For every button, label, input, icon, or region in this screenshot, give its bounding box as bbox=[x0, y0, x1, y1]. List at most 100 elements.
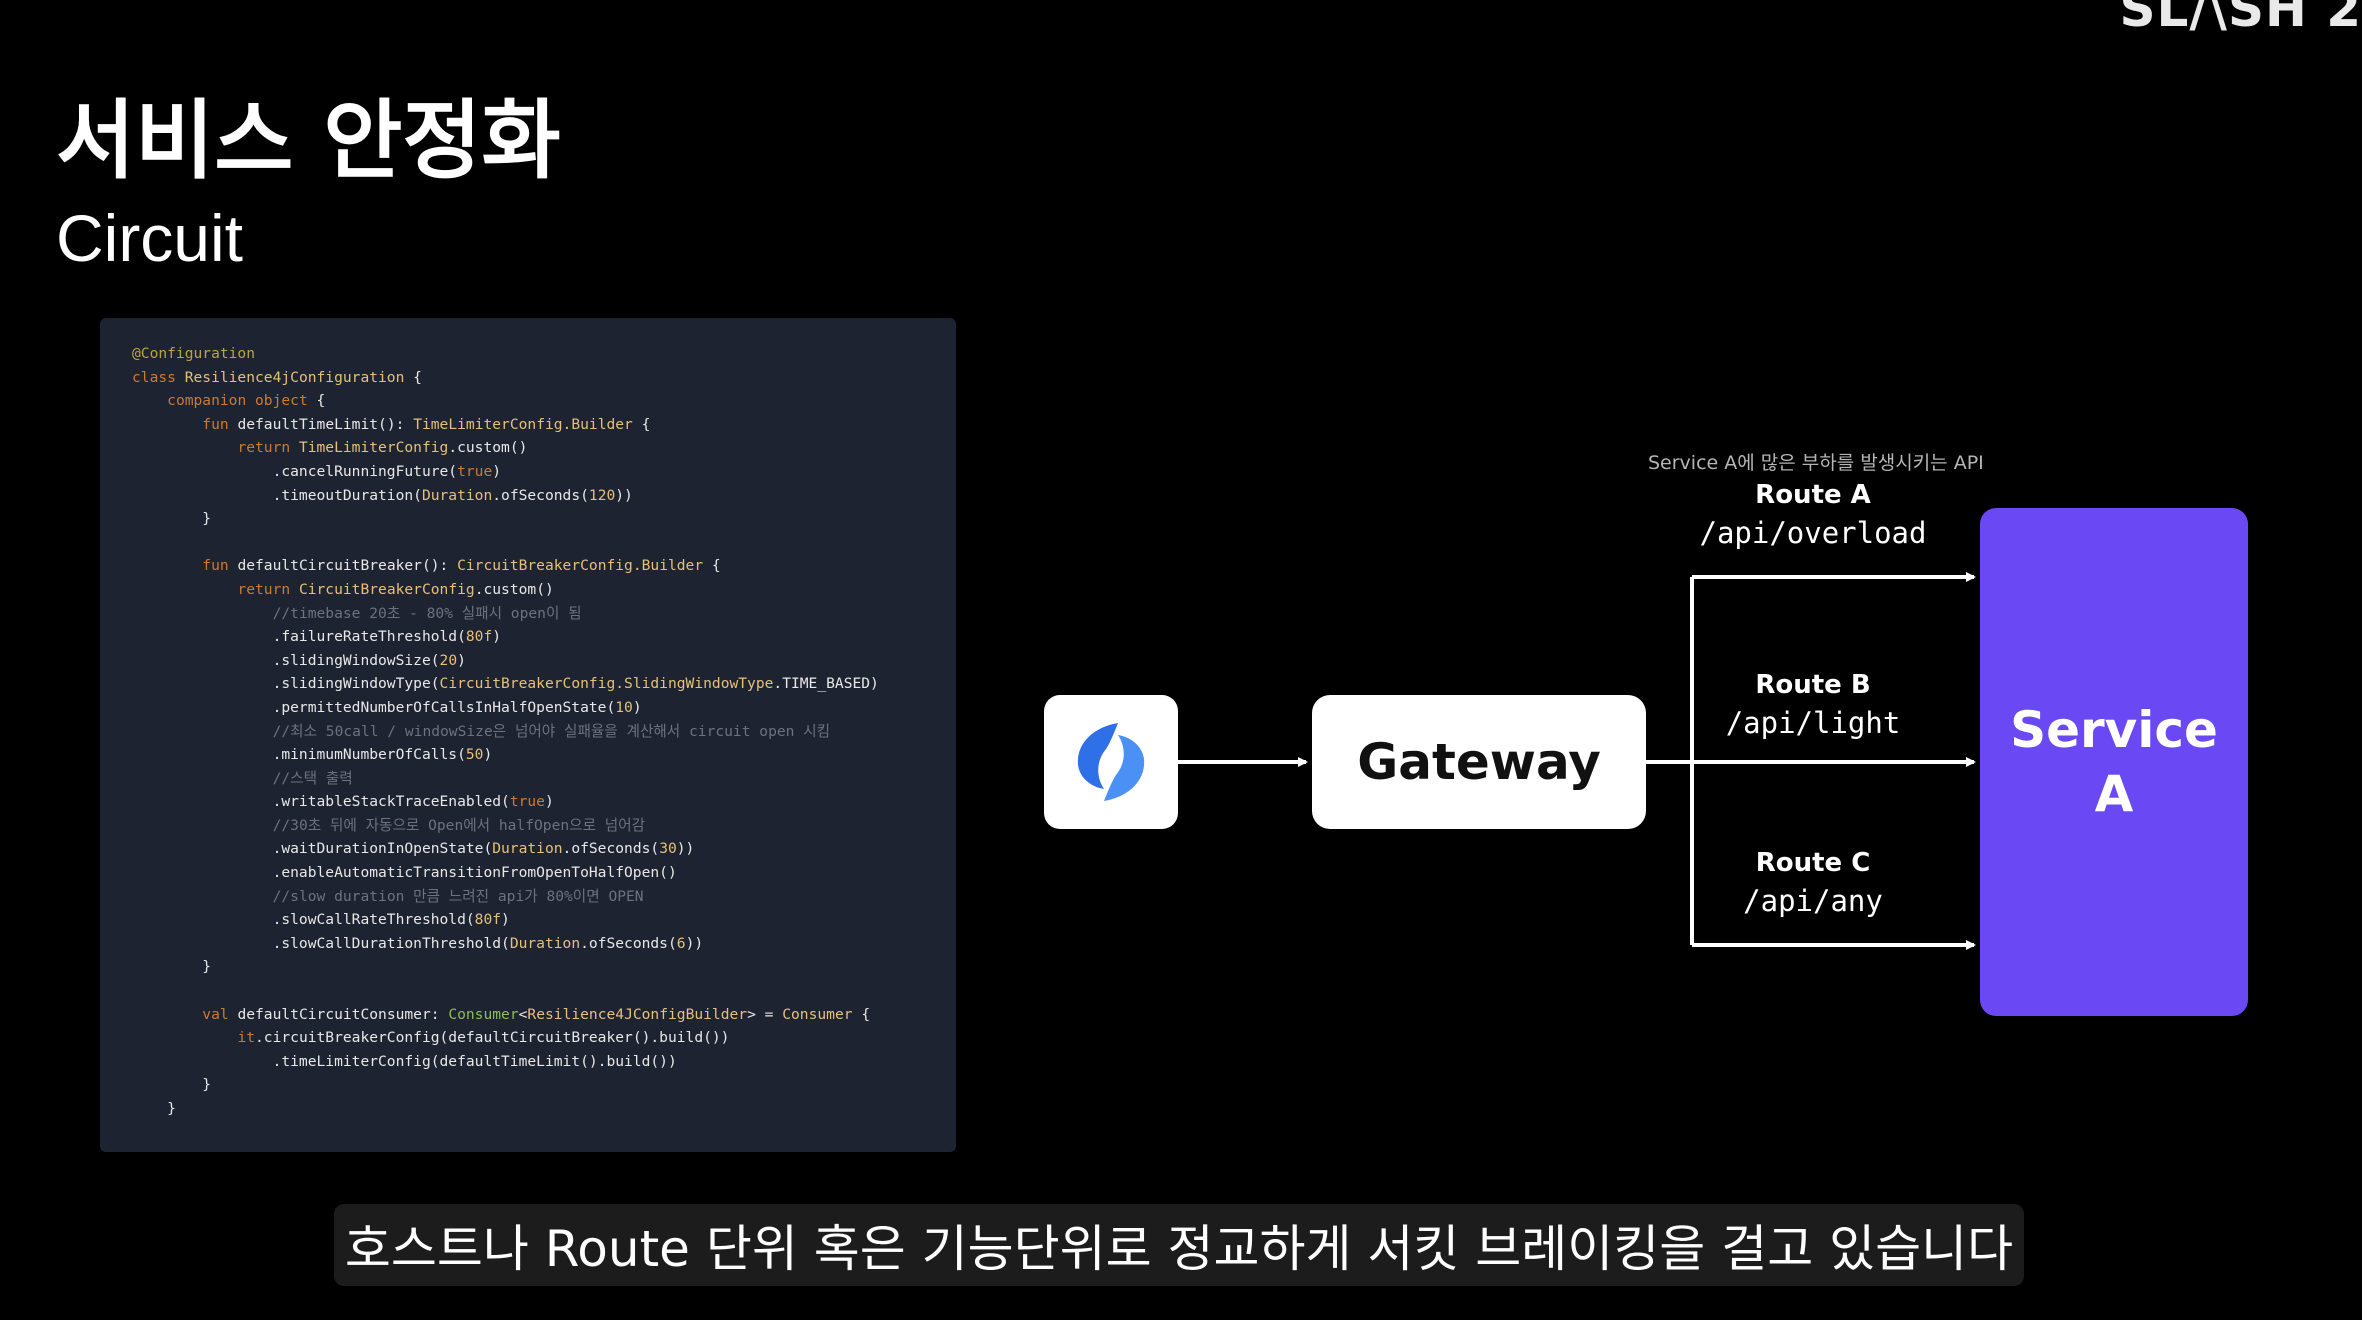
code-token: CircuitBreakerConfig.SlidingWindowType bbox=[439, 675, 774, 693]
code-token: .timeoutDuration( bbox=[132, 486, 422, 504]
code-token: Resilience4jConfiguration bbox=[184, 368, 405, 386]
code-token bbox=[132, 392, 167, 409]
code-token bbox=[132, 581, 237, 598]
code-line bbox=[132, 979, 956, 1003]
code-token: < bbox=[518, 1005, 528, 1023]
code-token: //스택 출력 bbox=[272, 769, 353, 787]
code-token: } bbox=[132, 958, 212, 976]
code-token: 20 bbox=[439, 651, 458, 669]
code-line: .slowCallDurationThreshold(Duration.ofSe… bbox=[132, 932, 956, 956]
code-token: //30초 뒤에 자동으로 Open에서 halfOpen으로 넘어감 bbox=[272, 816, 646, 834]
code-token: .writableStackTraceEnabled( bbox=[132, 793, 510, 811]
code-token: it bbox=[237, 1029, 256, 1047]
code-token: .custom() bbox=[474, 580, 554, 598]
code-token: //최소 50call / windowSize은 넘어야 실패율을 계산해서 … bbox=[272, 722, 831, 740]
code-token: { bbox=[307, 392, 326, 410]
route-c-name: Route C bbox=[1755, 848, 1871, 878]
code-token: defaultCircuitConsumer: bbox=[237, 1005, 449, 1023]
code-token: class bbox=[132, 368, 185, 386]
code-token: )) bbox=[685, 934, 704, 952]
code-line: } bbox=[132, 1073, 956, 1097]
code-token: ) bbox=[544, 793, 554, 811]
code-line: //스택 출력 bbox=[132, 767, 956, 791]
code-line: class Resilience4jConfiguration { bbox=[132, 366, 956, 390]
code-line: .minimumNumberOfCalls(50) bbox=[132, 743, 956, 767]
code-token: .enableAutomaticTransitionFromOpenToHalf… bbox=[132, 864, 677, 882]
code-token: > = bbox=[747, 1005, 783, 1023]
spring-cloud-logo-icon bbox=[1077, 723, 1145, 801]
code-token: ) bbox=[492, 462, 502, 480]
code-token: .minimumNumberOfCalls( bbox=[132, 746, 466, 764]
code-token: .ofSeconds( bbox=[580, 934, 677, 952]
code-line: .slidingWindowType(CircuitBreakerConfig.… bbox=[132, 672, 956, 696]
service-a-node: Service A bbox=[1980, 508, 2248, 1016]
gateway-node: Gateway bbox=[1312, 695, 1646, 829]
code-line: return TimeLimiterConfig.custom() bbox=[132, 436, 956, 460]
code-token: } bbox=[132, 1076, 212, 1094]
code-token: ) bbox=[501, 911, 510, 929]
code-token: Duration bbox=[421, 486, 493, 504]
code-token bbox=[132, 439, 237, 456]
code-token: 80f bbox=[465, 628, 493, 646]
code-token: .waitDurationInOpenState( bbox=[132, 840, 493, 858]
code-token: )) bbox=[615, 486, 633, 504]
route-a-annotation: Service A에 많은 부하를 발생시키는 API bbox=[1648, 452, 1984, 474]
code-token: { bbox=[852, 1005, 871, 1023]
code-token: @Configuration bbox=[132, 345, 256, 362]
code-token: ) bbox=[632, 698, 642, 716]
code-token: true bbox=[509, 793, 545, 811]
code-token: .ofSeconds( bbox=[562, 840, 660, 858]
slide-title: 서비스 안정화 bbox=[56, 91, 561, 191]
code-token: .slowCallRateThreshold( bbox=[132, 911, 475, 929]
code-token: fun bbox=[202, 415, 238, 433]
code-token: return bbox=[237, 580, 299, 598]
code-token: { bbox=[632, 415, 651, 433]
code-line: .enableAutomaticTransitionFromOpenToHalf… bbox=[132, 861, 956, 885]
code-token bbox=[132, 1006, 202, 1023]
code-token: TimeLimiterConfig.Builder bbox=[413, 415, 633, 433]
brand-logo-text: SL/\SH 2 bbox=[2119, 0, 2362, 38]
code-token: //timebase 20초 - 80% 실패시 open이 됨 bbox=[272, 604, 582, 622]
code-token: 50 bbox=[465, 746, 484, 764]
video-caption: 호스트나 Route 단위 혹은 기능단위로 정교하게 서킷 브레이킹을 걸고 … bbox=[334, 1204, 2024, 1286]
code-token bbox=[132, 888, 273, 905]
code-token: 30 bbox=[659, 840, 677, 858]
code-token: .cancelRunningFuture( bbox=[132, 462, 458, 480]
code-token: Duration bbox=[492, 840, 563, 858]
code-line: .failureRateThreshold(80f) bbox=[132, 625, 956, 649]
code-token bbox=[132, 605, 273, 622]
code-token: ) bbox=[457, 651, 466, 669]
code-token: .slidingWindowSize( bbox=[132, 651, 440, 669]
code-line: } bbox=[132, 1097, 956, 1121]
code-line: .slidingWindowSize(20) bbox=[132, 649, 956, 673]
code-token: fun bbox=[202, 557, 238, 575]
code-token: true bbox=[457, 462, 493, 480]
code-token: { bbox=[404, 368, 422, 386]
code-token: CircuitBreakerConfig.Builder bbox=[457, 557, 704, 575]
code-token: 6 bbox=[676, 934, 686, 952]
code-token: .timeLimiterConfig(defaultTimeLimit().bu… bbox=[132, 1052, 677, 1070]
code-line: fun defaultCircuitBreaker(): CircuitBrea… bbox=[132, 554, 956, 578]
code-token: { bbox=[703, 557, 721, 575]
code-line: it.circuitBreakerConfig(defaultCircuitBr… bbox=[132, 1026, 956, 1050]
code-line: .timeoutDuration(Duration.ofSeconds(120)… bbox=[132, 484, 956, 508]
code-token: 120 bbox=[588, 486, 616, 504]
code-token: .slidingWindowType( bbox=[132, 675, 440, 693]
code-token: .custom() bbox=[448, 439, 528, 457]
code-token: Duration bbox=[509, 934, 581, 952]
code-token bbox=[132, 817, 273, 834]
slide-subtitle: Circuit bbox=[56, 201, 244, 275]
code-line: .slowCallRateThreshold(80f) bbox=[132, 908, 956, 932]
code-block: @Configuration class Resilience4jConfigur… bbox=[100, 318, 956, 1152]
route-b-path: /api/light bbox=[1725, 706, 1901, 740]
spring-cloud-logo-box bbox=[1044, 695, 1178, 829]
code-line bbox=[132, 531, 956, 555]
code-token: )) bbox=[676, 840, 695, 858]
code-token: ) bbox=[492, 628, 502, 646]
code-line: return CircuitBreakerConfig.custom() bbox=[132, 578, 956, 602]
code-token bbox=[132, 770, 273, 787]
code-line: .waitDurationInOpenState(Duration.ofSeco… bbox=[132, 837, 956, 861]
code-token bbox=[132, 1029, 237, 1046]
code-token: 10 bbox=[615, 698, 633, 716]
code-line: } bbox=[132, 507, 956, 531]
